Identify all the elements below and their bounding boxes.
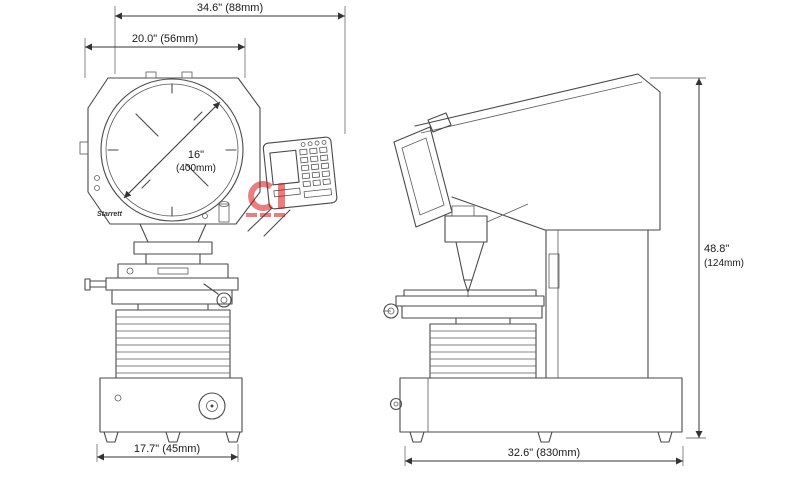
stage-lever-roller bbox=[216, 292, 232, 308]
foot bbox=[409, 431, 425, 443]
side-view: 48.8" (124mm) 32.6" (830mm) bbox=[383, 73, 744, 466]
dim-front-screen-width: 20.0" (56mm) bbox=[84, 33, 246, 78]
front-stand bbox=[84, 223, 239, 311]
side-bellows bbox=[429, 323, 537, 379]
side-lens-assembly bbox=[444, 203, 529, 297]
control-panel bbox=[262, 136, 338, 210]
brand-logo: Starrett bbox=[97, 211, 123, 218]
side-column bbox=[545, 229, 649, 379]
control-panel-arm bbox=[247, 207, 291, 237]
base-knob bbox=[198, 392, 226, 420]
side-base bbox=[389, 377, 683, 443]
dim-side-overall-depth: 32.6" (830mm) bbox=[404, 446, 684, 466]
foot bbox=[103, 431, 119, 443]
side-housing bbox=[414, 73, 661, 231]
foot bbox=[165, 431, 181, 443]
dim-label-screen-diameter-mm: (400mm) bbox=[176, 163, 216, 174]
stage-handle bbox=[84, 278, 91, 291]
dim-screen-diameter: 16" (400mm) bbox=[123, 101, 221, 199]
red-watermark bbox=[246, 181, 285, 217]
screen-bezel-circle bbox=[100, 78, 244, 222]
dim-label-front-base-width: 17.7" (45mm) bbox=[134, 443, 200, 455]
control-panel-body bbox=[262, 136, 338, 210]
dim-label-front-overall-width: 34.6" (88mm) bbox=[197, 2, 263, 14]
side-stage bbox=[383, 289, 545, 325]
dim-label-side-height-in: 48.8" bbox=[704, 243, 729, 255]
control-panel-keypad bbox=[273, 146, 332, 199]
foot bbox=[225, 431, 241, 443]
dim-label-side-depth: 32.6" (830mm) bbox=[508, 447, 580, 459]
front-bellows bbox=[115, 309, 231, 379]
lens-cone bbox=[455, 241, 485, 281]
stage-table bbox=[105, 277, 239, 291]
front-screen-housing bbox=[79, 71, 261, 225]
dim-label-screen-diameter-in: 16" bbox=[188, 149, 204, 161]
dim-front-overall-width: 34.6" (88mm) bbox=[114, 2, 346, 134]
control-panel-display bbox=[269, 149, 300, 186]
lamp-knob bbox=[218, 203, 230, 223]
side-lamp-housing bbox=[427, 112, 452, 133]
dim-side-overall-height: 48.8" (124mm) bbox=[650, 77, 744, 439]
front-base bbox=[99, 377, 243, 443]
base-side-knob bbox=[389, 397, 403, 411]
front-view: 34.6" (88mm) 20.0" (56mm) bbox=[79, 2, 346, 462]
dim-label-side-height-mm: (124mm) bbox=[704, 258, 744, 269]
foot bbox=[537, 431, 553, 443]
column-slot bbox=[548, 253, 560, 289]
foot bbox=[657, 431, 673, 443]
hinge-detail bbox=[79, 141, 89, 155]
dim-label-front-screen-width: 20.0" (56mm) bbox=[132, 33, 198, 45]
side-screen-bezel bbox=[393, 112, 453, 228]
dim-front-base-width: 17.7" (45mm) bbox=[96, 443, 239, 462]
